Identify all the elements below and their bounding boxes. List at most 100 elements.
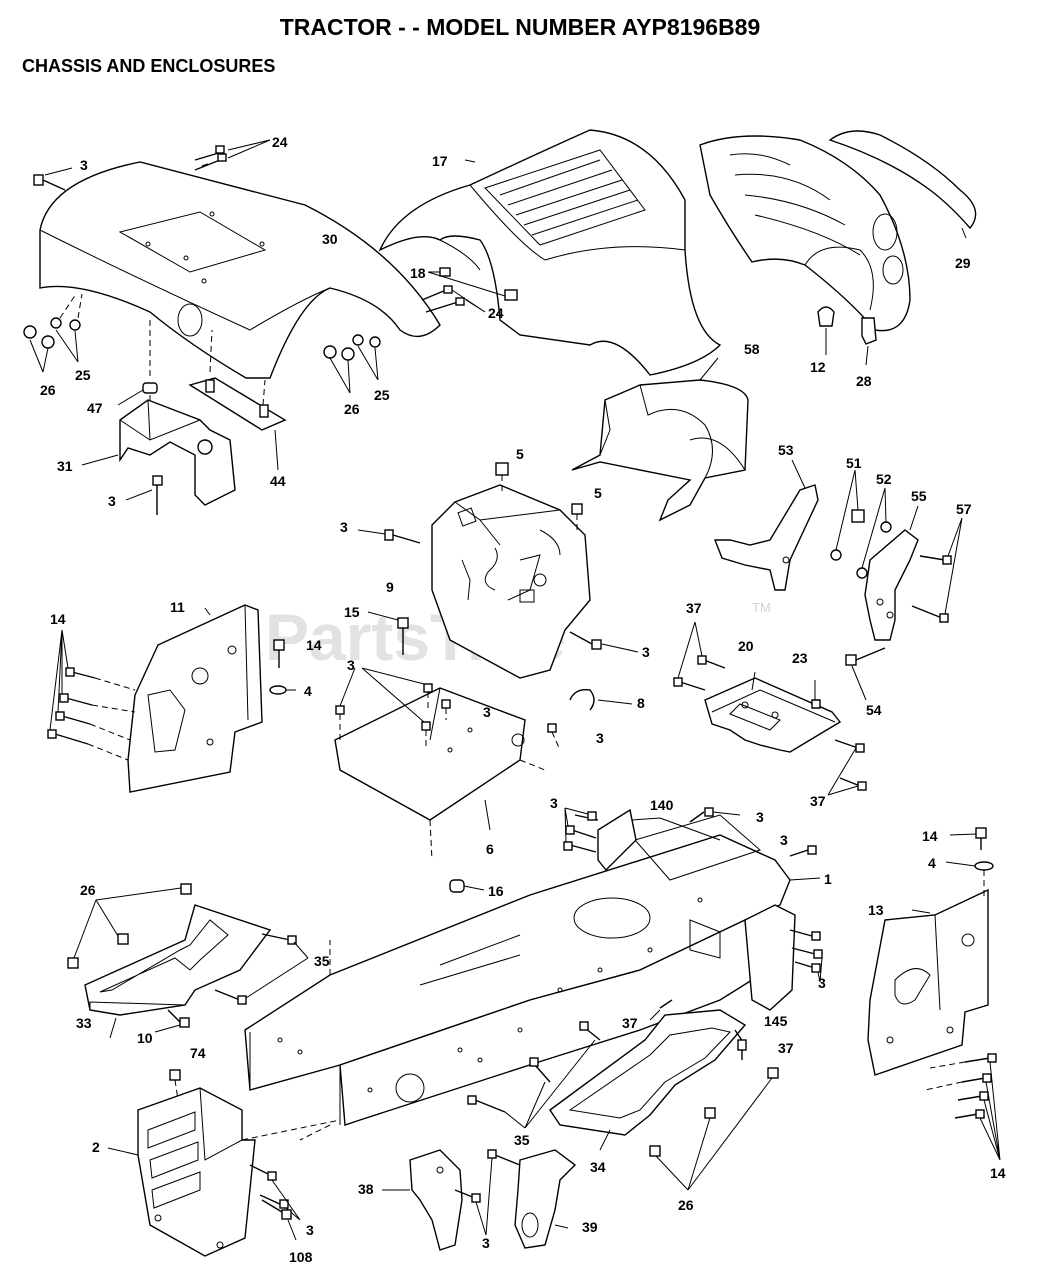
callout-labels: 3 24 30 17 29 18 24 26 25 26 25 12 28 58…	[40, 134, 1006, 1265]
callout-8: 8	[637, 695, 645, 711]
callout-9: 9	[386, 579, 394, 595]
part-54-bolt	[845, 647, 886, 701]
part-23-nut	[811, 680, 821, 709]
part-8-clip	[569, 689, 633, 711]
callout-13: 13	[868, 902, 884, 918]
frame-front-plate	[744, 904, 823, 1011]
part-3-screws-bottom	[454, 1149, 521, 1236]
part-2-bumper	[107, 1087, 256, 1257]
part-26-25-hardware-left	[23, 293, 83, 373]
part-26-nuts-left	[67, 883, 192, 969]
callout-16: 16	[488, 883, 504, 899]
callout-4: 4	[928, 855, 936, 871]
part-58-shroud	[571, 357, 749, 522]
callout-37: 37	[810, 793, 826, 809]
part-57-screws	[911, 517, 963, 623]
part-3-screw-dash-left	[357, 529, 421, 544]
part-30-rear-fender	[39, 161, 441, 379]
part-3-screws-bumper	[249, 1164, 301, 1221]
callout-4: 4	[304, 683, 312, 699]
part-11-side-panel	[127, 604, 263, 793]
part-4-washer-left	[269, 685, 296, 695]
part-29-grille	[699, 135, 911, 332]
callout-39: 39	[582, 1219, 598, 1235]
callout-3: 3	[80, 157, 88, 173]
callout-3: 3	[642, 644, 650, 660]
callout-14: 14	[50, 611, 66, 627]
part-4-washer-right	[945, 861, 994, 900]
callout-54: 54	[866, 702, 882, 718]
part-14-bolt-right	[273, 639, 285, 668]
callout-55: 55	[911, 488, 927, 504]
callout-74: 74	[190, 1045, 206, 1061]
part-34-footrest	[549, 1009, 747, 1151]
part-3-screw-140-right	[689, 807, 741, 823]
callout-37: 37	[686, 600, 702, 616]
callout-10: 10	[137, 1030, 153, 1046]
part-53-bracket	[713, 459, 819, 591]
callout-58: 58	[744, 341, 760, 357]
part-10-bolt	[154, 1009, 190, 1033]
callout-14: 14	[922, 828, 938, 844]
diagram-title: TRACTOR - - MODEL NUMBER AYP8196B89	[279, 14, 761, 40]
part-14-screws-right	[924, 1053, 1001, 1161]
callout-108: 108	[289, 1249, 313, 1265]
bumper-connector-line	[241, 1119, 341, 1141]
part-5-nut-a	[495, 462, 509, 495]
callout-11: 11	[170, 599, 185, 615]
callout-140: 140	[650, 797, 674, 813]
part-20-bracket	[704, 671, 842, 753]
part-5-nut-b	[571, 503, 583, 530]
part-17-hood	[378, 129, 722, 376]
callout-5: 5	[594, 485, 602, 501]
part-33-footrest	[84, 904, 272, 1039]
callout-2: 2	[92, 1139, 100, 1155]
callout-1: 1	[824, 871, 832, 887]
callout-3: 3	[306, 1222, 314, 1238]
part-14-screws-left	[47, 629, 136, 761]
part-6-floor-plate	[334, 687, 546, 861]
callout-3: 3	[818, 975, 826, 991]
callout-25: 25	[374, 387, 390, 403]
callout-3: 3	[550, 795, 558, 811]
callout-6: 6	[486, 841, 494, 857]
part-44-plate	[188, 329, 287, 471]
watermark-tm: TM	[752, 600, 771, 615]
callout-37: 37	[622, 1015, 638, 1031]
part-35-screws-left	[214, 933, 309, 1005]
callout-51: 51	[846, 455, 862, 471]
callout-57: 57	[956, 501, 972, 517]
part-1-frame	[244, 814, 821, 1141]
callout-20: 20	[738, 638, 754, 654]
callout-26: 26	[40, 382, 56, 398]
part-13-side-panel	[867, 888, 989, 1076]
callout-30: 30	[322, 231, 338, 247]
part-145-rod	[734, 1029, 747, 1060]
part-39-bracket	[514, 1149, 577, 1249]
callout-5: 5	[516, 446, 524, 462]
callout-24: 24	[272, 134, 288, 150]
part-12-clip	[817, 306, 835, 355]
callout-35: 35	[514, 1132, 530, 1148]
callout-44: 44	[270, 473, 286, 489]
part-14-bolt-right-top	[949, 827, 987, 850]
callout-3: 3	[340, 519, 348, 535]
callout-28: 28	[856, 373, 872, 389]
part-28-bracket	[861, 317, 877, 366]
part-15-bolt	[367, 611, 409, 655]
callout-37: 37	[778, 1040, 794, 1056]
part-3-screws-140	[563, 807, 599, 853]
callout-29: 29	[955, 255, 971, 271]
callout-3: 3	[482, 1235, 490, 1251]
callout-15: 15	[344, 604, 360, 620]
part-24-screws-hood	[421, 285, 486, 313]
part-16-grommet	[449, 879, 485, 893]
callout-3: 3	[483, 704, 491, 720]
part-26-nuts-right	[649, 1067, 779, 1191]
callout-14: 14	[990, 1165, 1006, 1181]
part-3-screws-plate	[335, 667, 561, 751]
part-74-nut	[169, 1069, 181, 1101]
callout-26: 26	[80, 882, 96, 898]
callout-33: 33	[76, 1015, 92, 1031]
callout-35: 35	[314, 953, 330, 969]
